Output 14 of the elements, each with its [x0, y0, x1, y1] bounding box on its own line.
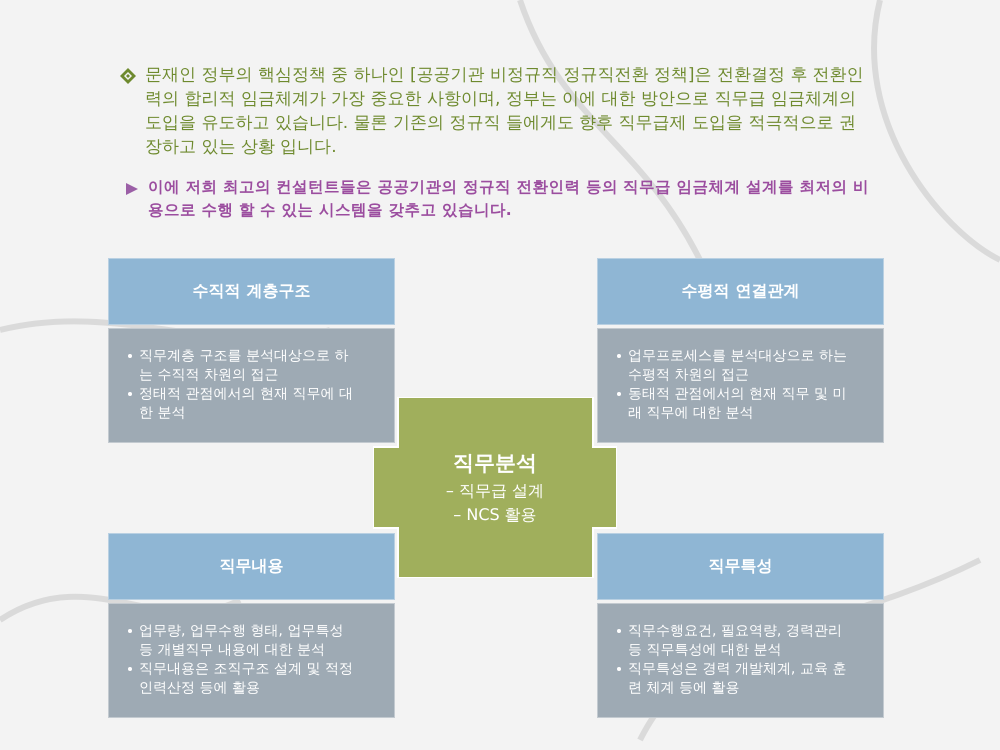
heading-box: 직무특성	[597, 533, 884, 600]
heading-box: 직무내용	[108, 533, 395, 600]
center-item: – NCS 활용	[452, 505, 538, 526]
description-box: 직무수행요건, 필요역량, 경력관리 등 직무특성에 대한 분석 직무특성은 경력 개발체계, 교육 훈련 체계 등에 활용	[597, 603, 884, 718]
heading-box: 수직적 계층구조	[108, 258, 395, 325]
description-box: 직무계층 구조를 분석대상으로 하는 수직적 차원의 접근 정태적 관점에서의 현재 직무에 대한 분석	[108, 328, 395, 443]
intro-paragraph: 이에 저희 최고의 컨설턴트들은 공공기관의 정규직 전환인력 등의 직무급 임금체계 설계를 최저의 비용으로 수행 할 수 있는 시스템을 갖추고 있습니다.	[148, 177, 870, 221]
description-box: 업무프로세스를 분석대상으로 하는 수평적 차원의 접근 동태적 관점에서의 현재 직무 및 미래 직무에 대한 분석	[597, 328, 884, 443]
description-box: 업무량, 업무수행 형태, 업무특성 등 개별직무 내용에 대한 분석 직무내용은 조직구조 설계 및 적정 인력산정 등에 활용	[108, 603, 395, 718]
cross-shape	[373, 397, 617, 578]
center-item: – 직무급 설계	[444, 481, 546, 502]
intro-paragraph: 문재인 정부의 핵심정책 중 하나인 [공공기관 비정규직 정규직전환 정책]은 전환결정 후 전환인력의 합리적 임금체계가 가장 중요한 사항이며, 정부는 이에 대한 방안으로 직무급 임금체계의 도입을 유도하고 있습니다. 물론 기존의 정규직 들에게도 향후 직무급제 도입을 적극적으로 권장하고 있는 상황 입니다.	[145, 64, 865, 159]
center-title: 직무분석	[452, 450, 538, 477]
heading-box: 수평적 연결관계	[597, 258, 884, 325]
